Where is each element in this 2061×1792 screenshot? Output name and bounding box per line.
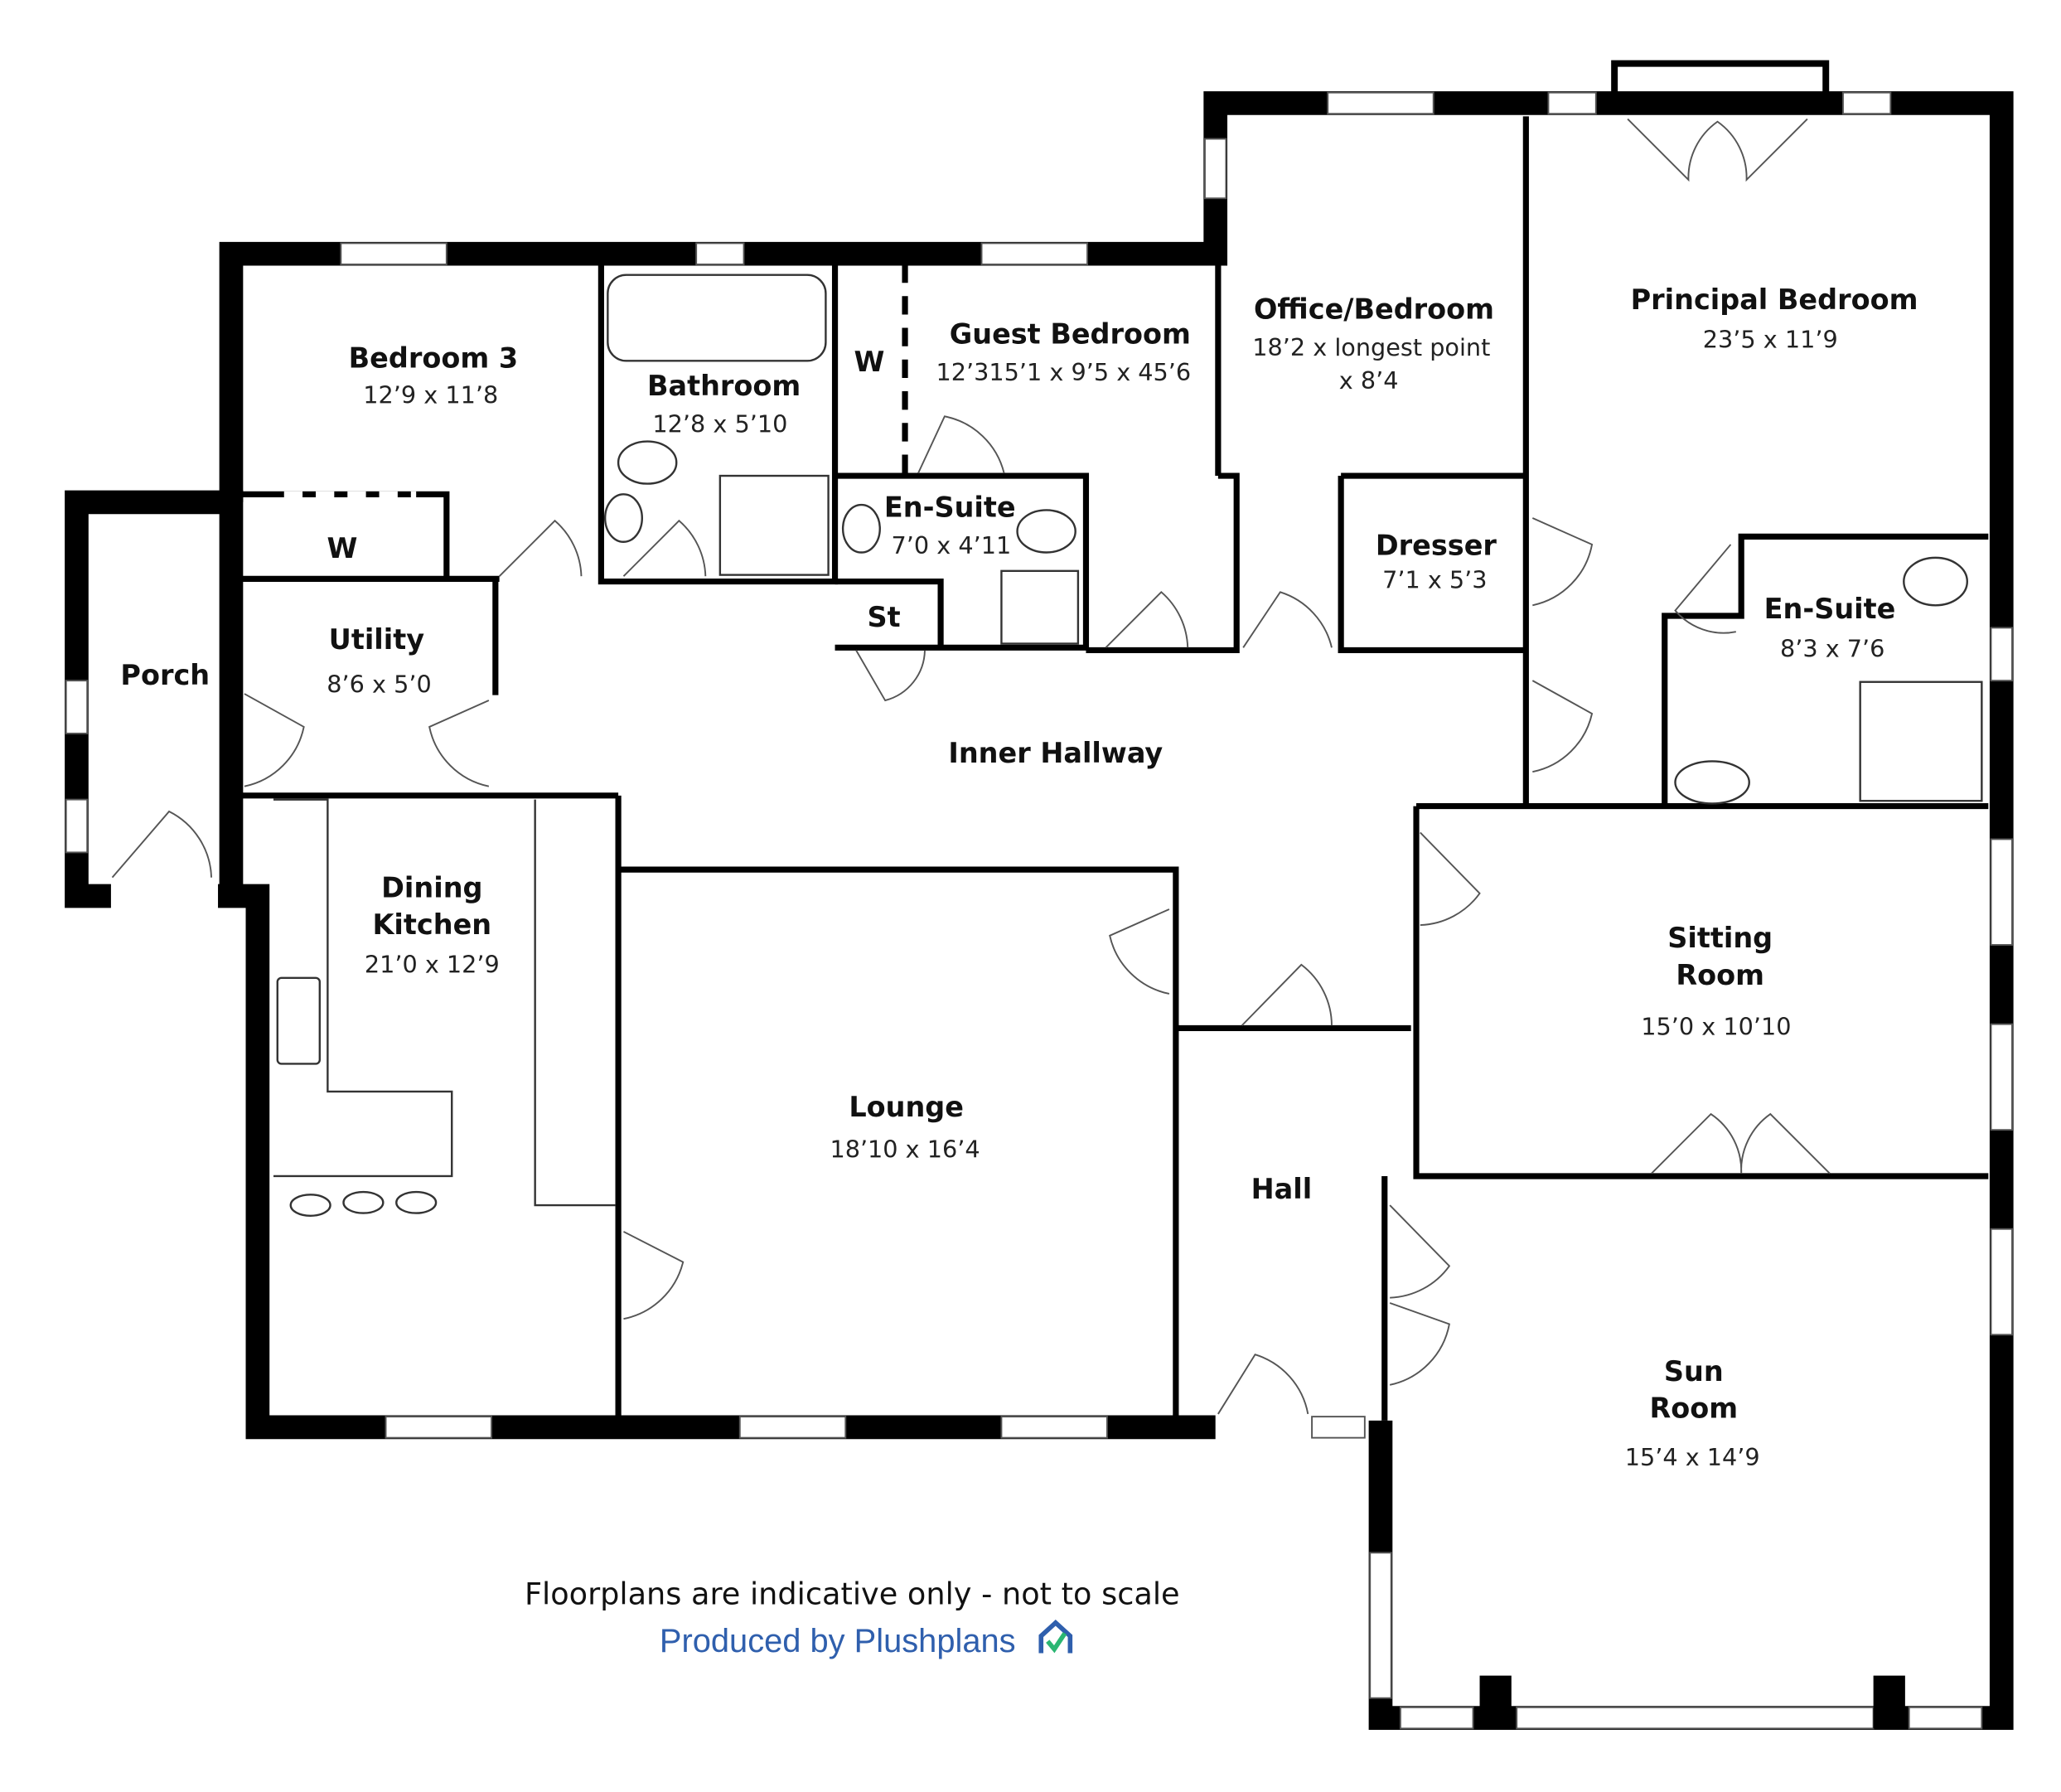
- room-labels: Bedroom 3 12’9 x 11’8 Bathroom 12’8 x 5’…: [120, 283, 1918, 1471]
- toilet-icon: [1903, 556, 1969, 607]
- house-check-icon: [1038, 1620, 1073, 1654]
- doors: [111, 118, 1831, 1415]
- room-name: Inner Hallway: [948, 737, 1163, 769]
- room-name: Dresser: [1376, 530, 1497, 562]
- room-name: Sun: [1664, 1355, 1724, 1388]
- room-dims: 8’3 x 7’6: [1780, 634, 1884, 662]
- interior-walls: [237, 116, 1989, 1421]
- disclaimer-text: Floorplans are indicative only - not to …: [525, 1576, 1180, 1612]
- sink-icon: [276, 976, 321, 1065]
- kitchen-units: [273, 274, 1983, 1217]
- room-name: Guest Bedroom: [950, 318, 1191, 351]
- bath-icon: [607, 274, 827, 362]
- room-name: En-Suite: [1764, 593, 1896, 625]
- room-name: Principal Bedroom: [1631, 283, 1918, 316]
- room-name: Bedroom 3: [349, 341, 518, 374]
- room-dims: 23’5 x 11’9: [1703, 325, 1838, 353]
- room-name: Lounge: [849, 1091, 964, 1123]
- room-name: Office/Bedroom: [1254, 293, 1494, 325]
- room-dims: 18’10 x 16’4: [830, 1136, 980, 1164]
- room-name: Sitting: [1667, 922, 1773, 954]
- room-name: Room: [1676, 959, 1764, 991]
- toilet-icon: [1016, 509, 1076, 554]
- room-dims: 18’2 x longest point: [1252, 333, 1490, 361]
- room-dims: 8’6 x 5’0: [327, 670, 431, 698]
- room-name: W: [327, 532, 357, 564]
- room-name: Kitchen: [373, 908, 492, 941]
- room-dims: 21’0 x 12’9: [365, 950, 500, 978]
- basin-icon: [841, 503, 881, 554]
- room-name: Hall: [1251, 1173, 1313, 1205]
- room-dims: 12’8 x 5’10: [652, 409, 787, 438]
- room-name: W: [854, 346, 885, 378]
- room-dims: 12’9 x 11’8: [363, 380, 498, 409]
- room-name: Room: [1649, 1392, 1738, 1425]
- windows: [65, 91, 2013, 1730]
- room-name: En-Suite: [884, 491, 1016, 523]
- basin-icon: [1674, 760, 1750, 805]
- room-name: Porch: [120, 659, 210, 691]
- shower-icon: [1859, 680, 1983, 802]
- room-dims: x 8’4: [1339, 366, 1399, 395]
- room-name: Bathroom: [647, 370, 801, 402]
- room-dims: 12’315’1 x 9’5 x 45’6: [936, 358, 1192, 386]
- room-dims: 15’0 x 10’10: [1641, 1012, 1791, 1040]
- room-name: St: [867, 601, 900, 633]
- credit-text: Produced by Plushplans: [660, 1623, 1016, 1659]
- shower-icon: [718, 474, 830, 576]
- room-dims: 7’0 x 4’11: [891, 531, 1011, 559]
- basin-icon: [603, 493, 643, 543]
- shower-icon: [1000, 569, 1080, 645]
- room-dims: 15’4 x 14’9: [1625, 1443, 1760, 1471]
- toilet-icon: [617, 440, 678, 485]
- room-dims: 7’1 x 5’3: [1382, 566, 1487, 594]
- room-name: Dining: [381, 872, 482, 904]
- room-name: Utility: [329, 623, 425, 656]
